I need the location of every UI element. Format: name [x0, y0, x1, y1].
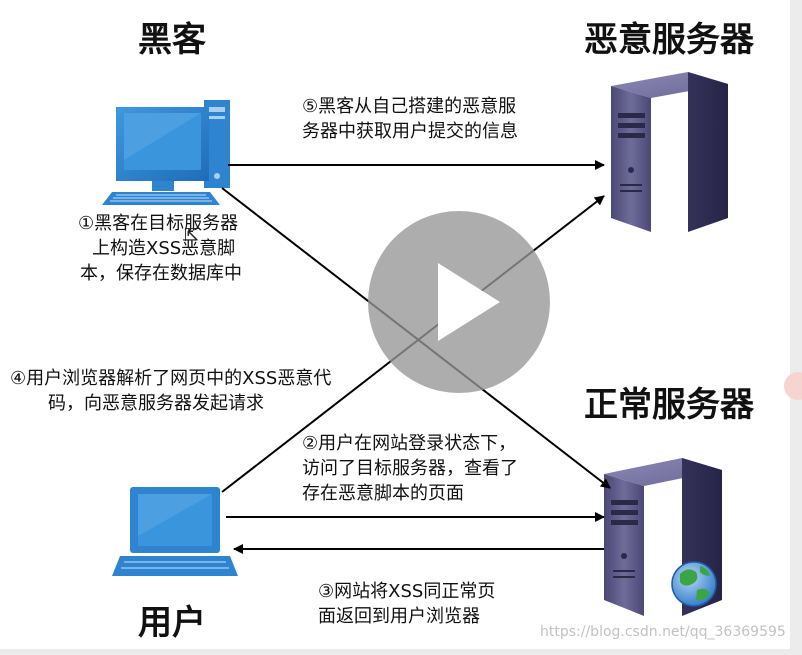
normal-server-title: 正常服务器: [584, 385, 754, 425]
mouse-cursor-icon: ⇱: [184, 225, 200, 246]
step1-line-2: 上构造XSS恶意脚: [92, 237, 236, 259]
step4-text: ④用户浏览器解析了网页中的XSS恶意代 码，向恶意服务器发起请求: [10, 367, 331, 417]
watermark-url: https://blog.csdn.net/qq_36369595: [540, 624, 786, 640]
play-icon: [438, 263, 500, 341]
step2-line-2: 访问了目标服务器，查看了: [302, 457, 518, 479]
step2-text: ②用户在网站登录状态下， 访问了目标服务器，查看了 存在恶意脚本的页面: [302, 432, 518, 506]
right-edge-bar: [790, 0, 802, 655]
step4-line-1: ④用户浏览器解析了网页中的XSS恶意代: [10, 368, 332, 389]
step5-line-1: ⑤黑客从自己搭建的恶意服: [302, 96, 517, 117]
step5-line-2: 务器中获取用户提交的信息: [302, 120, 518, 142]
globe-icon: [671, 561, 717, 607]
user-title: 用户: [138, 603, 206, 643]
step3-line-2: 面返回到用户浏览器: [318, 605, 480, 627]
malicious-server-title: 恶意服务器: [584, 20, 754, 60]
step3-text: ③网站将XSS同正常页 面返回到用户浏览器: [318, 580, 495, 630]
step5-text: ⑤黑客从自己搭建的恶意服 务器中获取用户提交的信息: [302, 95, 518, 145]
malicious-server-icon: [611, 72, 728, 232]
user-laptop-icon: [112, 487, 238, 576]
step1-line-3: 本，保存在数据库中: [80, 262, 242, 284]
step4-line-2: 码，向恶意服务器发起请求: [48, 392, 264, 414]
hacker-title: 黑客: [138, 20, 206, 60]
step1-line-1: ①黑客在目标服务器: [78, 213, 239, 234]
step3-line-1: ③网站将XSS同正常页: [318, 581, 496, 602]
video-play-button[interactable]: [368, 211, 550, 393]
bottom-edge-bar: [0, 649, 802, 655]
edge-decoration: [784, 372, 802, 400]
step2-line-1: ②用户在网站登录状态下，: [302, 433, 517, 454]
step2-line-3: 存在恶意脚本的页面: [302, 482, 464, 504]
hacker-computer-icon: [102, 100, 230, 205]
step1-text: ①黑客在目标服务器 上构造XSS恶意脚 本，保存在数据库中: [78, 212, 242, 286]
